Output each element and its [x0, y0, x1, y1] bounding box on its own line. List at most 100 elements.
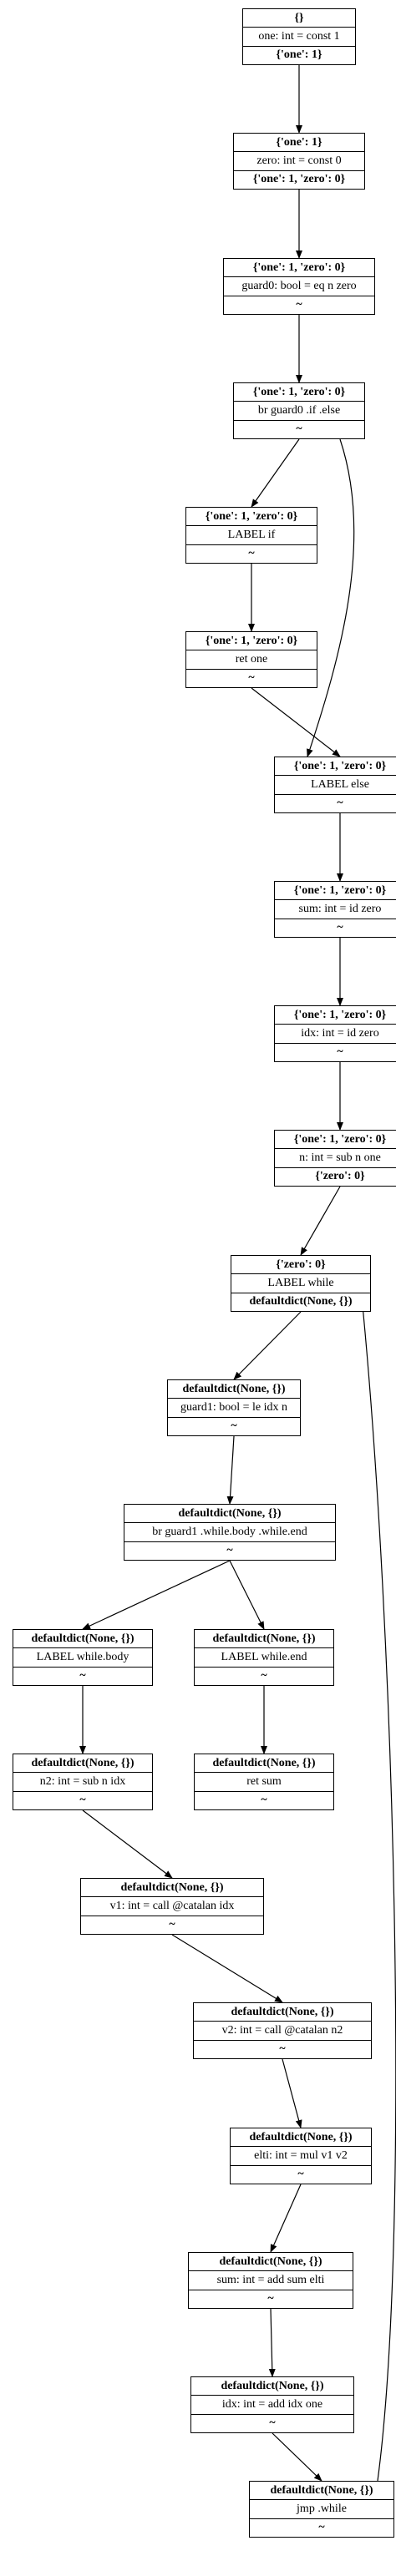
node-instruction: guard0: bool = eq n zero — [224, 277, 374, 296]
node-output-state: ~ — [337, 1045, 343, 1059]
node-instruction: br guard1 .while.body .while.end — [124, 1523, 335, 1542]
cfg-node: defaultdict(None, {})ret sum~ — [194, 1754, 334, 1810]
node-input-state: defaultdict(None, {}) — [195, 1754, 333, 1774]
edge-arrow — [282, 2058, 302, 2128]
edge-arrow — [229, 1560, 265, 1630]
node-output-state: ~ — [267, 2292, 274, 2305]
node-instruction: LABEL while.end — [195, 1648, 333, 1668]
node-input-state: defaultdict(None, {}) — [231, 2128, 371, 2148]
node-output-state: ~ — [297, 2168, 304, 2181]
cfg-node: defaultdict(None, {})br guard1 .while.bo… — [124, 1504, 336, 1561]
node-instruction: LABEL if — [186, 526, 317, 545]
node-instruction: ret one — [186, 650, 317, 670]
cfg-node: {'one': 1, 'zero': 0}br guard0 .if .else… — [233, 382, 365, 439]
node-instruction: idx: int = id zero — [275, 1025, 396, 1044]
node-input-state: {'one': 1, 'zero': 0} — [275, 882, 396, 901]
node-instruction: guard1: bool = le idx n — [168, 1399, 300, 1418]
cfg-node: defaultdict(None, {})idx: int = add idx … — [190, 2376, 354, 2433]
cfg-node: {'one': 1}zero: int = const 0 {'one': 1, … — [233, 133, 365, 190]
node-input-state: defaultdict(None, {}) — [81, 1879, 263, 1898]
node-input-state: defaultdict(None, {}) — [191, 2377, 353, 2396]
node-input-state: {'one': 1} — [234, 134, 364, 153]
node-input-state: defaultdict(None, {}) — [194, 2003, 371, 2022]
cfg-node: defaultdict(None, {})jmp .while~ — [249, 2481, 394, 2538]
node-instruction: idx: int = add idx one — [191, 2396, 353, 2415]
node-instruction: zero: int = const 0 — [234, 152, 364, 171]
edge-arrow — [171, 1934, 283, 2003]
node-output-state: ~ — [79, 1669, 86, 1683]
cfg-node: {'one': 1, 'zero': 0}ret one~ — [185, 631, 317, 688]
cfg-node: defaultdict(None, {})LABEL while.body~ — [13, 1629, 153, 1686]
cfg-node: defaultdict(None, {})LABEL while.end~ — [194, 1629, 334, 1686]
node-output-state: ~ — [248, 671, 255, 685]
edge-arrow — [268, 2308, 276, 2377]
cfg-node: defaultdict(None, {})guard1: bool = le i… — [167, 1379, 301, 1436]
node-output-state: ~ — [261, 1669, 267, 1683]
node-instruction: sum: int = add sum elti — [189, 2271, 353, 2290]
edge-arrow — [82, 1809, 173, 1879]
node-instruction: v1: int = call @catalan idx — [81, 1897, 263, 1916]
node-output-state: {'zero': 0} — [315, 1170, 365, 1183]
node-output-state: {'one': 1, 'zero': 0} — [252, 173, 346, 186]
node-instruction: n: int = sub n one — [275, 1149, 396, 1168]
node-input-state: {'one': 1, 'zero': 0} — [275, 1131, 396, 1150]
edge-arrow — [226, 1435, 235, 1505]
node-output-state: ~ — [226, 1544, 233, 1557]
edge-arrow — [307, 438, 355, 757]
cfg-node: {'one': 1, 'zero': 0}sum: int = id zero~ — [274, 881, 396, 938]
edge-arrow — [300, 1186, 341, 1256]
node-instruction: one: int = const 1 — [243, 28, 355, 47]
cfg-node: defaultdict(None, {})n2: int = sub n idx… — [13, 1754, 153, 1810]
node-input-state: defaultdict(None, {}) — [168, 1380, 300, 1399]
node-instruction: v2: int = call @catalan n2 — [194, 2022, 371, 2041]
node-input-state: {'zero': 0} — [231, 1256, 370, 1275]
node-input-state: {'one': 1, 'zero': 0} — [186, 508, 317, 527]
node-input-state: defaultdict(None, {}) — [189, 2253, 353, 2272]
node-input-state: {'one': 1, 'zero': 0} — [275, 757, 396, 777]
node-input-state: defaultdict(None, {}) — [13, 1754, 152, 1774]
node-output-state: ~ — [248, 547, 255, 560]
node-instruction: ret sum — [195, 1773, 333, 1792]
node-instruction: br guard0 .if .else — [234, 402, 364, 421]
cfg-node: {}one: int = const 1{'one': 1} — [242, 8, 356, 65]
node-output-state: ~ — [279, 2042, 286, 2056]
node-input-state: defaultdict(None, {}) — [250, 2482, 393, 2501]
node-output-state: ~ — [296, 423, 302, 436]
cfg-node: defaultdict(None, {})sum: int = add sum … — [188, 2252, 353, 2309]
node-input-state: {'one': 1, 'zero': 0} — [224, 259, 374, 278]
node-input-state: {'one': 1, 'zero': 0} — [186, 632, 317, 651]
edge-arrow — [82, 1560, 231, 1630]
node-output-state: ~ — [269, 2417, 276, 2430]
edge-arrow — [233, 1311, 302, 1380]
node-instruction: LABEL while.body — [13, 1648, 152, 1668]
node-input-state: defaultdict(None, {}) — [195, 1630, 333, 1649]
node-input-state: {'one': 1, 'zero': 0} — [275, 1006, 396, 1025]
node-instruction: elti: int = mul v1 v2 — [231, 2147, 371, 2166]
edge-arrow — [251, 438, 300, 508]
node-instruction: n2: int = sub n idx — [13, 1773, 152, 1792]
node-output-state: ~ — [337, 797, 343, 810]
node-output-state: ~ — [296, 298, 302, 311]
node-instruction: sum: int = id zero — [275, 900, 396, 919]
edge-arrow — [358, 1288, 396, 2482]
cfg-node: defaultdict(None, {})v2: int = call @cat… — [193, 2002, 372, 2059]
cfg-node: {'one': 1, 'zero': 0}guard0: bool = eq n… — [223, 258, 375, 315]
cfg-node: {'one': 1, 'zero': 0}LABEL else ~ — [274, 757, 396, 813]
cfg-node: defaultdict(None, {})v1: int = call @cat… — [80, 1878, 264, 1935]
node-output-state: {'one': 1} — [276, 48, 322, 62]
node-output-state: ~ — [169, 1918, 175, 1931]
cfg-node: {'one': 1, 'zero': 0}n: int = sub n one {… — [274, 1130, 396, 1187]
node-output-state: ~ — [79, 1794, 86, 1807]
edge-arrow — [272, 2432, 322, 2482]
node-input-state: {} — [243, 9, 355, 28]
node-input-state: defaultdict(None, {}) — [124, 1505, 335, 1524]
node-output-state: ~ — [231, 1420, 237, 1433]
node-instruction: LABEL while — [231, 1274, 370, 1293]
node-output-state: ~ — [318, 2521, 325, 2534]
node-instruction: LABEL else — [275, 776, 396, 795]
node-output-state: defaultdict(None, {}) — [249, 1295, 353, 1308]
cfg-node: {'one': 1, 'zero': 0}idx: int = id zero~ — [274, 1005, 396, 1062]
cfg-node: {'one': 1, 'zero': 0}LABEL if ~ — [185, 507, 317, 564]
cfg-node: {'zero': 0}LABEL while defaultdict(None, … — [231, 1255, 371, 1312]
